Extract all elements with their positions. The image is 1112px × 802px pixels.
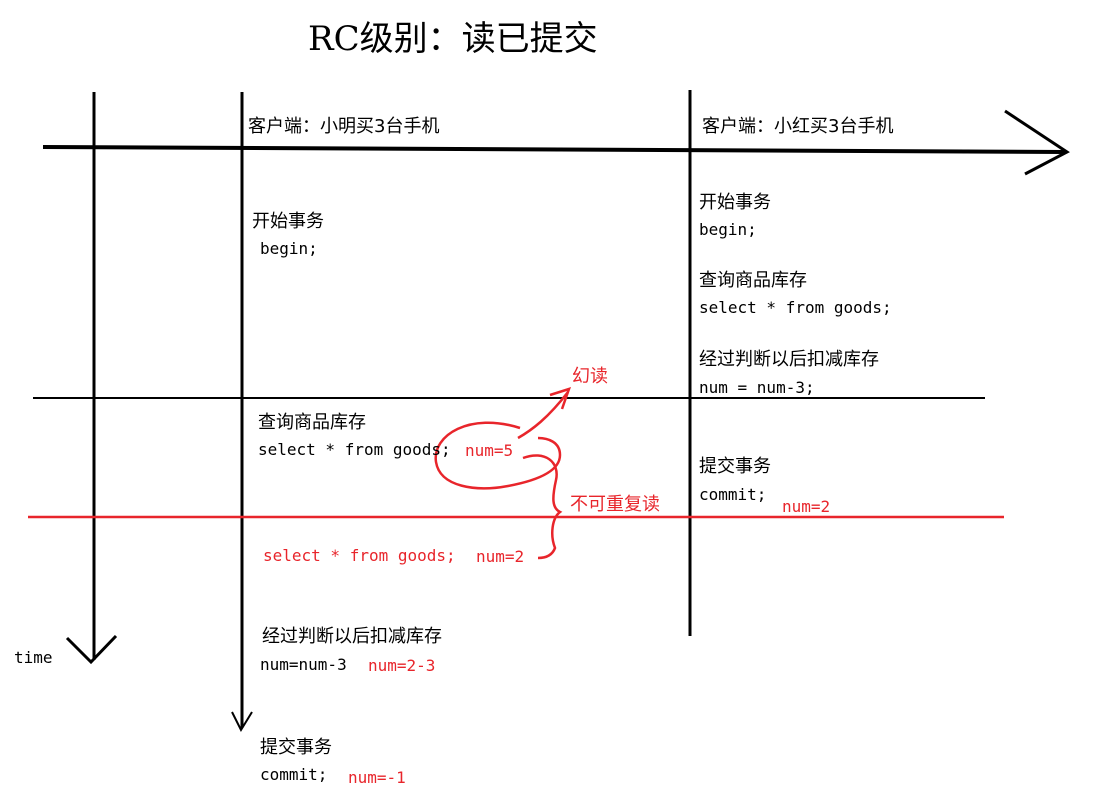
phantom-read-scribble <box>434 421 562 490</box>
client-b-deduct-sql: num = num-3; <box>699 378 815 397</box>
client-b-commit-sql: commit; <box>699 485 767 504</box>
non-repeatable-read-label: 不可重复读 <box>570 494 660 515</box>
client-b-query-title: 查询商品库存 <box>699 270 807 291</box>
diagram-title: RC级别：读已提交 <box>308 19 598 59</box>
client-b-query-sql: select * from goods; <box>699 298 892 317</box>
client-a-query-sql: select * from goods; <box>258 440 451 459</box>
client-b-deduct-title: 经过判断以后扣减库存 <box>699 349 879 370</box>
client-b-header: 客户端：小红买3台手机 <box>702 116 894 137</box>
client-a-arrowhead <box>231 711 253 733</box>
client-b-commit-title: 提交事务 <box>699 456 771 477</box>
top-axis-arrowhead <box>1004 109 1070 176</box>
client-b-commit-result: num=2 <box>782 497 831 516</box>
client-a-query-title: 查询商品库存 <box>258 412 366 433</box>
client-b-begin-sql: begin; <box>699 220 757 239</box>
client-a-commit-sql: commit; <box>260 765 328 784</box>
client-a-begin-title: 开始事务 <box>252 211 324 232</box>
client-a-query-result: num=5 <box>465 441 514 460</box>
client-a-requery-sql: select * from goods; <box>263 546 456 565</box>
client-a-requery-result: num=2 <box>476 547 525 566</box>
client-a-deduct-title: 经过判断以后扣减库存 <box>262 626 442 647</box>
time-axis-arrowhead <box>65 634 118 665</box>
phantom-read-label: 幻读 <box>572 366 608 387</box>
top-axis-line <box>42 145 1066 154</box>
client-a-deduct-result: num=2-3 <box>368 656 436 675</box>
client-b-begin-title: 开始事务 <box>699 192 771 213</box>
phantom-read-arrow-shaft <box>517 391 569 440</box>
client-a-begin-sql: begin; <box>260 239 318 258</box>
client-a-header: 客户端：小明买3台手机 <box>248 116 440 137</box>
phantom-read-arrowhead <box>549 387 572 410</box>
client-a-commit-title: 提交事务 <box>260 737 332 758</box>
client-a-deduct-sql: num=num-3 <box>260 655 347 674</box>
time-axis-label: time <box>14 648 53 667</box>
non-repeatable-bracket <box>522 454 563 560</box>
client-a-commit-result: num=-1 <box>348 768 406 787</box>
